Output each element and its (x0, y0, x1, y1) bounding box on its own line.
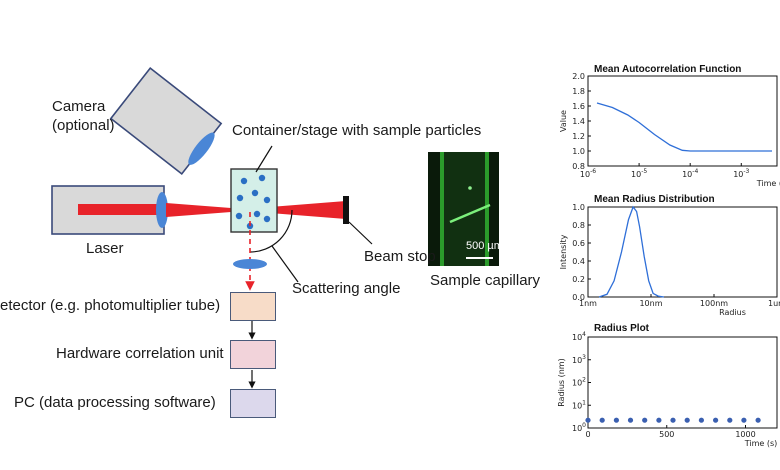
laser-beam-out (244, 201, 346, 219)
scattering-angle-leader (271, 245, 299, 283)
scattering-angle-label: Scattering angle (292, 280, 401, 297)
chart2-title: Mean Radius Distribution (594, 194, 715, 205)
chart3-title: Radius Plot (594, 323, 650, 334)
detector-label: etector (e.g. photomultiplier tube) (0, 297, 221, 314)
laser-lens-icon (156, 192, 168, 228)
pc-label: PC (data processing software) (14, 394, 216, 411)
capillary-image (428, 152, 499, 266)
detector-box (230, 292, 276, 321)
sample-particles (235, 174, 271, 230)
container-leader (255, 145, 273, 173)
camera-label-line1: Camera (52, 98, 106, 115)
container-label: Container/stage with sample particles (232, 122, 482, 139)
laser-label: Laser (86, 240, 124, 257)
laser-core (78, 204, 162, 215)
beam-stop (343, 196, 349, 224)
camera-label-line2: (optional) (52, 117, 115, 134)
laser-beam-in (166, 203, 244, 217)
scale-bar-label: 500 µm (466, 240, 503, 252)
scattering-angle-arc (249, 209, 293, 253)
sample-capillary-label: Sample capillary (430, 272, 541, 289)
pc-box (230, 389, 276, 418)
correlator-box (230, 340, 276, 369)
collection-lens-icon (233, 259, 267, 269)
camera-icon (109, 66, 223, 176)
beam-stop-label: Beam stop (364, 248, 436, 265)
beam-stop-leader (348, 221, 373, 245)
correlator-label: Hardware correlation unit (56, 345, 224, 362)
chart1-title: Mean Autocorrelation Function (594, 64, 742, 75)
